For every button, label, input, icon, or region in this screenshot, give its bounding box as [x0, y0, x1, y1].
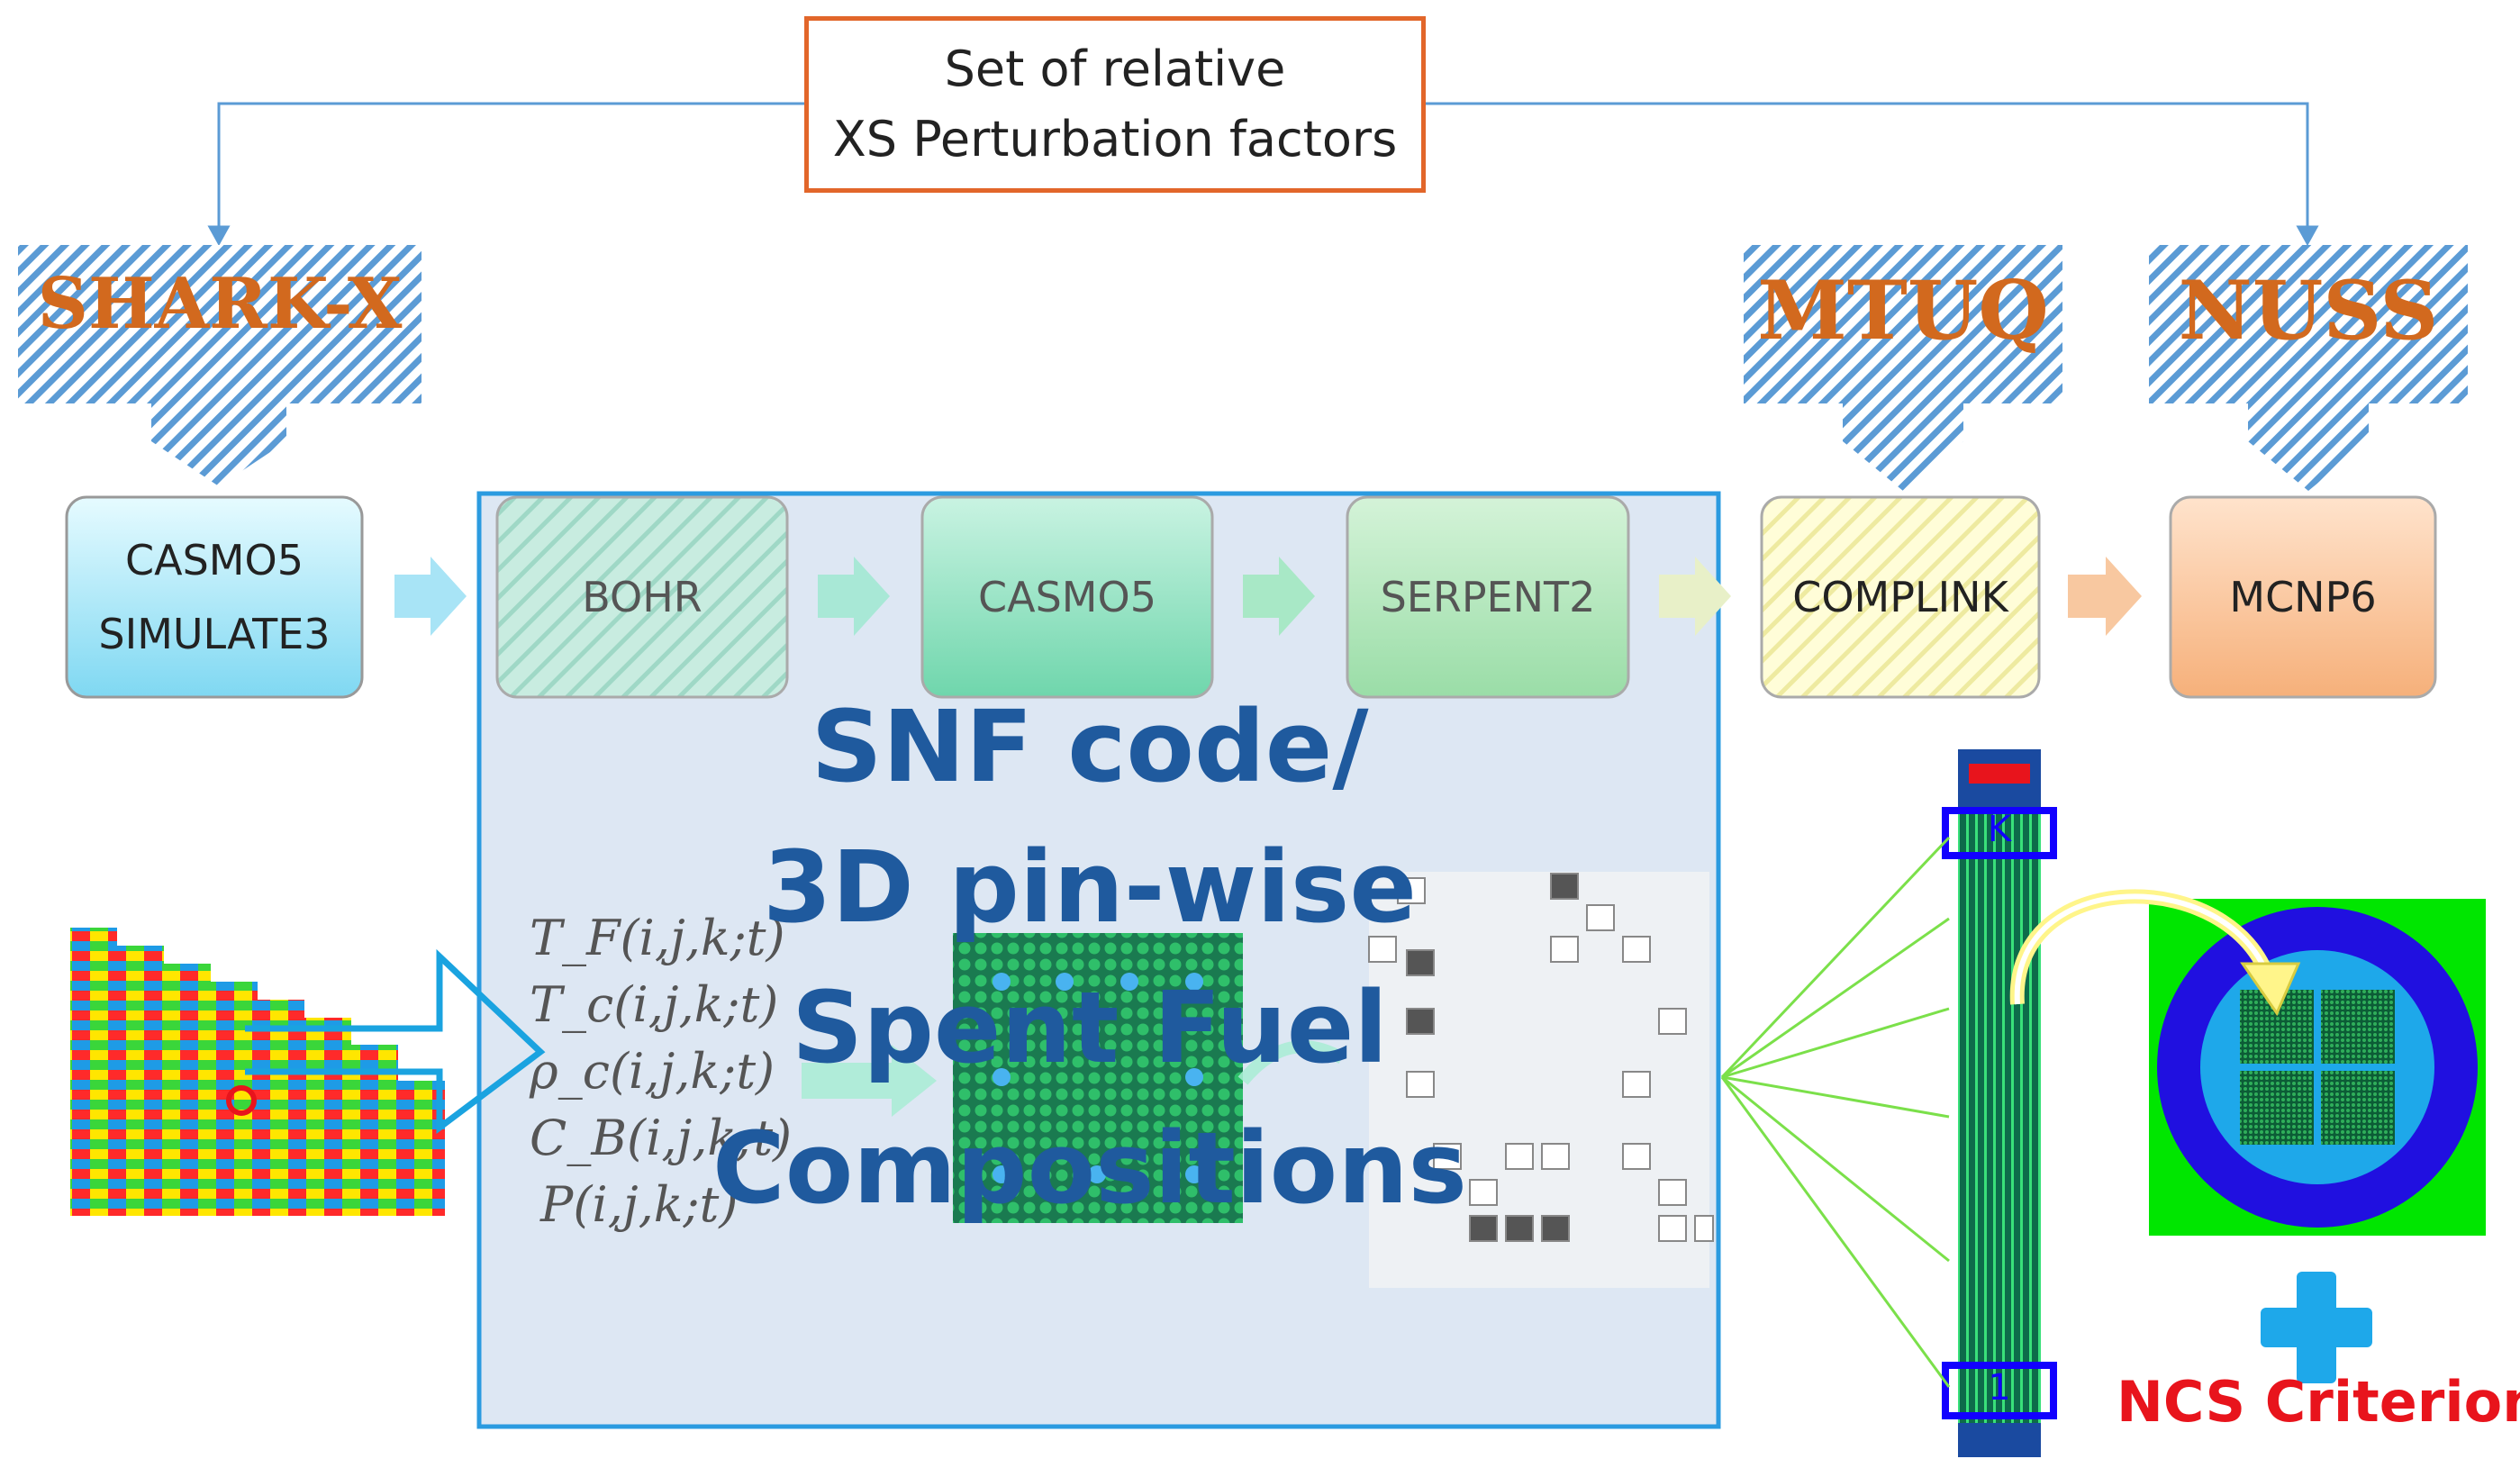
formula-tc: T_c(i,j,k;t): [530, 976, 779, 1033]
decay-chain-image: [1368, 872, 1714, 1288]
casmo5-simulate3-box[interactable]: [65, 495, 364, 699]
perturbation-line1: Set of relative: [944, 41, 1286, 97]
mtuq-label: MTUQ: [1757, 263, 2049, 358]
bohr-box[interactable]: [495, 495, 789, 699]
arrow-serpent2-to-complink: [1659, 557, 1731, 636]
formula-to-lattice-arrow: [802, 1045, 937, 1117]
formula-cb: C_B(i,j,k;t): [530, 1110, 793, 1166]
axial-bottom-label: 1: [1988, 1367, 2011, 1409]
bohr-label: BOHR: [582, 573, 703, 621]
arrow-complink-to-mcnp6: [2068, 557, 2142, 636]
casmo5-box[interactable]: [920, 495, 1214, 699]
complink-box[interactable]: [1760, 495, 2041, 699]
snf-overlay-line3: Spent Fuel: [791, 970, 1389, 1085]
mcnp6-label: MCNP6: [2229, 573, 2377, 621]
arrow-casmo-to-bohr: [394, 557, 467, 636]
casmo5-simulate3-line2: SIMULATE3: [98, 610, 331, 658]
sharkx-hatch-arrow: [18, 245, 422, 486]
mcnp6-box[interactable]: [2169, 495, 2437, 699]
snf-overlay-line2: 3D pin-wise: [763, 829, 1417, 945]
arrow-casmo5-to-serpent2: [1243, 557, 1315, 636]
casmo5-simulate3-label: CASMO5 SIMULATE3: [67, 497, 362, 697]
core-to-snf-arrow: [245, 948, 546, 1134]
formula-rho: ρ_c(i,j,k;t): [530, 1043, 775, 1100]
perturbation-connectors: [207, 102, 2319, 247]
plus-icon: [2261, 1272, 2372, 1383]
snf-overlay-line1: SNF code/: [811, 689, 1369, 804]
serpent2-label: SERPENT2: [1380, 573, 1596, 621]
snf-overlay-line4: Compositions: [712, 1110, 1468, 1226]
perturbation-line2: XS Perturbation factors: [832, 111, 1398, 168]
perturbation-factors-box: Set of relative XS Perturbation factors: [804, 16, 1426, 193]
mtuq-hatch-arrow: [1744, 245, 2062, 491]
casmo5-simulate3-line1: CASMO5: [125, 536, 304, 584]
nuss-label: NUSS: [2178, 263, 2439, 358]
ncs-criterion-label: NCS Criterion: [2117, 1369, 2520, 1435]
cask-cross-section: [2149, 899, 2486, 1236]
arrow-bohr-to-casmo5: [818, 557, 890, 636]
nuss-hatch-arrow: [2149, 245, 2468, 491]
serpent2-box[interactable]: [1346, 495, 1630, 699]
formula-p: P(i,j,k;t): [540, 1176, 739, 1233]
axial-top-label: K: [1987, 809, 2012, 850]
sharkx-label: SHARK-X: [37, 263, 403, 345]
formula-tf: T_F(i,j,k;t): [530, 910, 785, 966]
lattice-to-chain-arrow: [1237, 1040, 1346, 1085]
axial-fan-lines: [1720, 836, 1951, 1388]
complink-label: COMPLINK: [1792, 573, 2008, 621]
pin-lattice-image: [953, 933, 1243, 1223]
casmo5-label: CASMO5: [978, 573, 1156, 621]
axial-fuel-assembly: [1942, 749, 2057, 1457]
